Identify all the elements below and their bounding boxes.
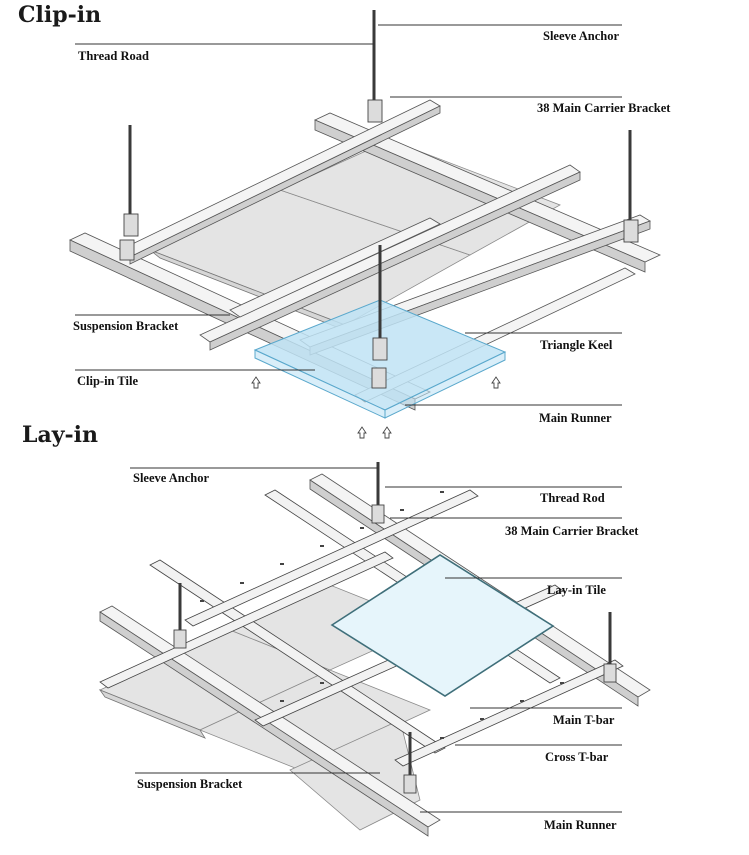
label-suspension-bracket: Suspension Bracket — [73, 319, 179, 333]
label-triangle-keel: Triangle Keel — [540, 338, 613, 352]
clip-in-title: Clip-in — [18, 2, 101, 28]
label-main-carrier-bracket: 38 Main Carrier Bracket — [505, 524, 639, 538]
lay-in-leaders — [130, 467, 622, 813]
label-thread-rod: Thread Rod — [540, 491, 605, 505]
lay-in-tile — [330, 554, 555, 697]
label-sleeve-anchor: Sleeve Anchor — [133, 471, 209, 485]
label-sleeve-anchor: Sleeve Anchor — [543, 29, 619, 43]
label-cross-t-bar: Cross T-bar — [545, 750, 609, 764]
t-bar-slots — [200, 491, 564, 739]
label-main-runner: Main Runner — [539, 411, 612, 425]
clip-in-panels — [148, 139, 561, 334]
label-main-t-bar: Main T-bar — [553, 713, 615, 727]
clip-in-section: Clip-in — [18, 2, 671, 439]
lay-in-section: Lay-in — [22, 422, 651, 837]
label-clip-in-tile: Clip-in Tile — [77, 374, 138, 388]
label-main-runner: Main Runner — [544, 818, 617, 832]
label-main-carrier-bracket: 38 Main Carrier Bracket — [537, 101, 671, 115]
clip-in-leaders — [75, 24, 622, 406]
clip-in-rods — [119, 10, 639, 389]
label-lay-in-tile: Lay-in Tile — [547, 583, 606, 597]
label-suspension-bracket: Suspension Bracket — [137, 777, 243, 791]
install-arrows — [251, 376, 501, 439]
lay-in-title: Lay-in — [22, 422, 98, 448]
lay-in-rods — [173, 462, 617, 794]
label-thread-road: Thread Road — [78, 49, 149, 63]
